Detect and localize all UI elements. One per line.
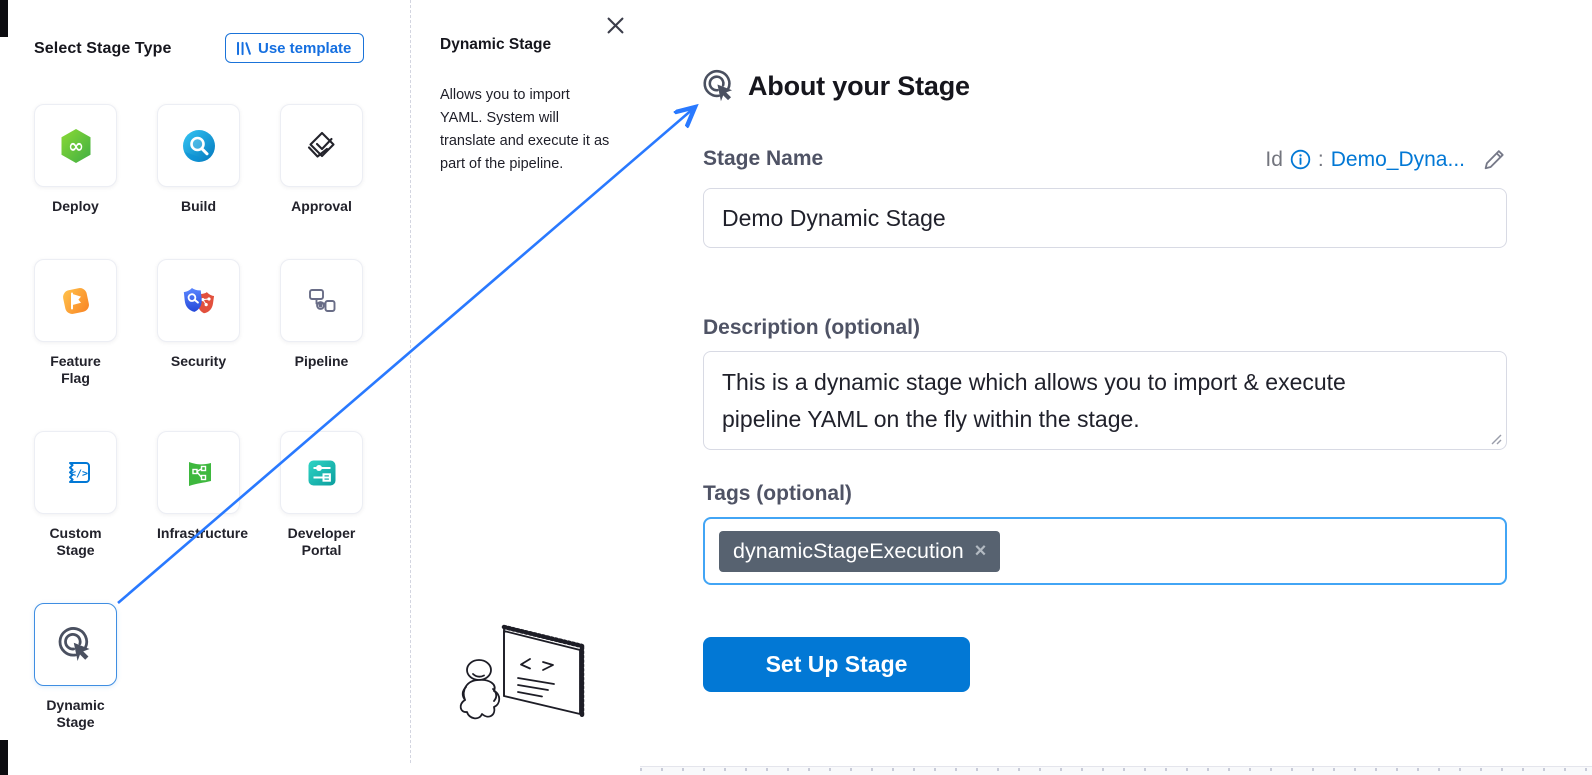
description-textarea[interactable]: This is a dynamic stage which allows you…	[703, 351, 1507, 450]
id-value[interactable]: Demo_Dyna...	[1330, 147, 1465, 171]
approval-icon	[303, 127, 341, 165]
security-icon	[179, 281, 219, 321]
info-panel-description: Allows you to import YAML. System will t…	[440, 87, 610, 172]
stage-card-dynamic-stage[interactable]	[34, 603, 117, 686]
build-icon	[180, 127, 218, 165]
use-template-button[interactable]: Use template	[225, 33, 365, 63]
resize-handle-icon[interactable]	[1490, 433, 1502, 445]
tag-remove-icon[interactable]: ×	[974, 540, 987, 562]
presenter-whiteboard-illustration	[448, 616, 610, 742]
stage-card-custom-stage[interactable]: </>	[34, 431, 117, 514]
stage-label-build: Build	[181, 198, 216, 214]
stage-label-custom-stage: Custom Stage	[49, 525, 102, 558]
bottom-left-edge-bar	[0, 740, 8, 775]
stage-card-security[interactable]	[157, 259, 240, 342]
stage-label-developer-portal: Developer Portal	[287, 525, 356, 558]
stage-card-approval[interactable]	[280, 104, 363, 187]
stage-label-approval: Approval	[291, 198, 352, 214]
info-panel-title: Dynamic Stage	[440, 36, 552, 53]
tags-label: Tags (optional)	[703, 482, 852, 505]
pencil-icon[interactable]	[1482, 147, 1507, 172]
about-your-stage-title: About your Stage	[748, 71, 970, 101]
stage-card-feature-flag[interactable]	[34, 259, 117, 342]
stage-name-input[interactable]	[703, 188, 1507, 248]
stage-card-build[interactable]	[157, 104, 240, 187]
stage-card-developer-portal[interactable]	[280, 431, 363, 514]
stage-label-infrastructure: Infrastructure	[157, 525, 249, 541]
dynamic-stage-click-icon	[701, 68, 738, 105]
custom-stage-icon: </>	[56, 453, 96, 493]
developer-portal-icon	[302, 453, 342, 493]
id-separator: :	[1317, 147, 1324, 171]
tag-chip: dynamicStageExecution ×	[719, 530, 1001, 572]
stage-name-label: Stage Name	[703, 147, 824, 170]
select-stage-type-title: Select Stage Type	[34, 40, 172, 57]
stage-label-dynamic-stage: Dynamic Stage	[46, 697, 105, 730]
stage-id-row: Id : Demo_Dyna...	[1265, 147, 1507, 172]
tags-input[interactable]: dynamicStageExecution ×	[703, 517, 1507, 585]
stage-label-deploy: Deploy	[52, 198, 99, 214]
deploy-icon: ∞	[56, 126, 96, 166]
close-icon[interactable]	[604, 14, 626, 36]
stage-label-feature-flag: Feature Flag	[50, 353, 101, 386]
template-library-icon	[235, 40, 252, 57]
top-left-edge-bar	[0, 0, 8, 37]
description-label: Description (optional)	[703, 316, 920, 339]
id-label: Id	[1265, 147, 1283, 171]
pipeline-canvas-edge	[640, 766, 1592, 775]
dynamic-stage-click-icon	[56, 625, 96, 665]
pipeline-icon	[303, 282, 341, 320]
stage-label-pipeline: Pipeline	[294, 353, 349, 369]
svg-text:</>: </>	[69, 468, 87, 479]
stage-card-infrastructure[interactable]	[157, 431, 240, 514]
stage-card-deploy[interactable]: ∞	[34, 104, 117, 187]
panel-divider	[410, 0, 411, 763]
tag-chip-text: dynamicStageExecution	[733, 538, 964, 563]
description-value: This is a dynamic stage which allows you…	[722, 369, 1346, 432]
feature-flag-icon	[56, 281, 96, 321]
info-icon[interactable]	[1290, 149, 1311, 170]
stage-label-security: Security	[170, 353, 227, 369]
set-up-stage-button[interactable]: Set Up Stage	[703, 637, 970, 692]
svg-text:∞: ∞	[68, 135, 84, 157]
infrastructure-icon	[180, 454, 218, 492]
use-template-label: Use template	[258, 39, 352, 57]
stage-card-pipeline[interactable]	[280, 259, 363, 342]
